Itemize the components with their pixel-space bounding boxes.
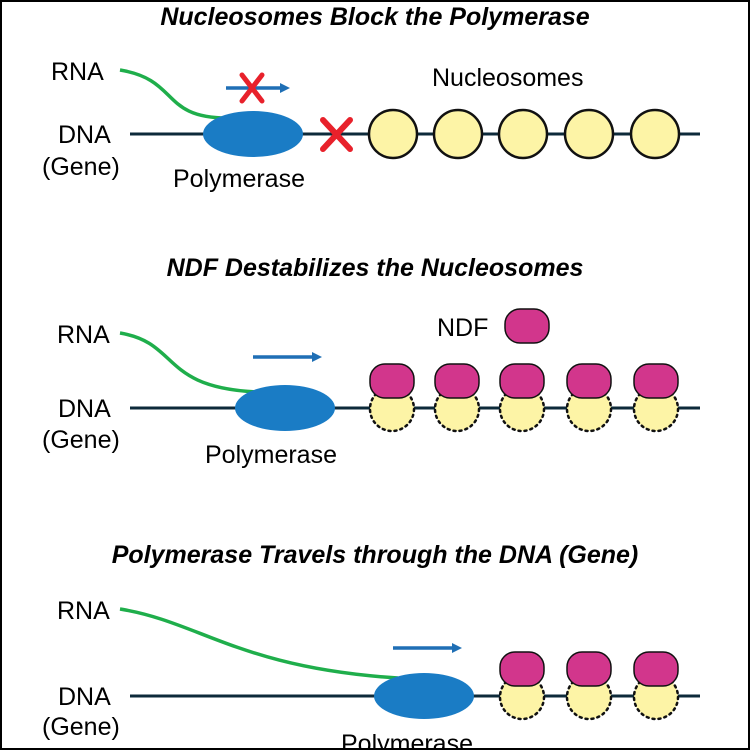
destabilized-nucleosome xyxy=(368,363,416,433)
destabilized-nucleosome xyxy=(632,651,680,721)
block-x xyxy=(320,117,353,152)
ndf-protein xyxy=(633,363,679,399)
ndf-protein xyxy=(566,363,612,399)
panel-2-title: NDF Destabilizes the Nucleosomes xyxy=(167,254,584,282)
panel-1: Nucleosomes Block the Polymerase RNA DNA… xyxy=(42,3,700,193)
blocked-direction-x xyxy=(239,72,265,104)
nucleosome xyxy=(367,108,419,160)
gene-label: (Gene) xyxy=(42,713,120,741)
polymerase-label: Polymerase xyxy=(341,730,473,750)
nucleosome xyxy=(629,108,681,160)
nucleosome xyxy=(432,108,484,160)
rna-label: RNA xyxy=(57,321,110,349)
rna-label: RNA xyxy=(51,58,104,86)
polymerase-label: Polymerase xyxy=(173,165,305,193)
destabilized-nucleosome xyxy=(632,363,680,433)
destabilized-nucleosome xyxy=(498,363,546,433)
ndf-protein xyxy=(499,651,545,687)
gene-label: (Gene) xyxy=(42,153,120,181)
dna-label: DNA xyxy=(58,683,111,711)
rna-strand xyxy=(119,607,399,680)
polymerase-label: Polymerase xyxy=(205,441,337,469)
ndf-protein xyxy=(566,651,612,687)
destabilized-nucleosome xyxy=(565,651,613,721)
destabilized-nucleosome xyxy=(565,363,613,433)
nucleosomes-label: Nucleosomes xyxy=(432,64,583,92)
dna-label: DNA xyxy=(58,121,111,149)
ndf-protein xyxy=(369,363,415,399)
panel-3: Polymerase Travels through the DNA (Gene… xyxy=(42,541,700,750)
destabilized-nucleosome xyxy=(498,651,546,721)
panel-1-title: Nucleosomes Block the Polymerase xyxy=(160,3,589,31)
ndf-protein xyxy=(434,363,480,399)
ndf-label: NDF xyxy=(437,314,488,342)
nucleosome xyxy=(563,108,615,160)
ndf-free-protein xyxy=(504,308,550,344)
ndf-protein xyxy=(499,363,545,399)
polymerase xyxy=(235,385,335,431)
rna-strand xyxy=(119,68,229,120)
nucleosome xyxy=(497,108,549,160)
panel-3-title: Polymerase Travels through the DNA (Gene… xyxy=(112,541,639,569)
dna-label: DNA xyxy=(58,395,111,423)
rna-strand xyxy=(119,331,259,394)
destabilized-nucleosome xyxy=(433,363,481,433)
ndf-protein xyxy=(633,651,679,687)
polymerase xyxy=(374,673,474,719)
gene-label: (Gene) xyxy=(42,426,120,454)
polymerase xyxy=(203,111,303,157)
rna-label: RNA xyxy=(57,597,110,625)
panel-2: NDF Destabilizes the Nucleosomes NDF xyxy=(42,254,700,469)
